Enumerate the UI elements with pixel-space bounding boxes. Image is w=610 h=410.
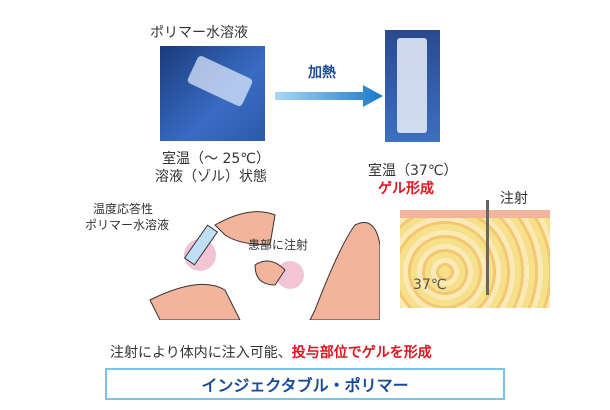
- left-title: ポリマー水溶液: [150, 25, 248, 41]
- needle-icon: [486, 200, 489, 295]
- polymer-solution-label: ポリマー水溶液: [85, 218, 170, 232]
- polymer-solution-vial-photo: [160, 46, 265, 141]
- heat-arrow-icon: [275, 85, 383, 107]
- gel-vial-photo: [385, 30, 440, 142]
- thermo-responsive-label: 温度応答性: [93, 202, 154, 216]
- caption-text: 注射により体内に注入可能、: [110, 345, 292, 361]
- inject-affected-area-label: 患部に注射: [248, 238, 309, 252]
- injectable-polymer-banner: インジェクタブル・ポリマー: [105, 368, 505, 400]
- left-state-label: 溶液（ゾル）状態: [155, 169, 267, 185]
- heat-label: 加熱: [308, 65, 336, 81]
- injection-illustration: [149, 211, 380, 320]
- gel-formation-label: ゲル形成: [378, 181, 434, 197]
- injection-label: 注射: [500, 191, 528, 207]
- caption-highlight: 投与部位でゲルを形成: [291, 345, 432, 361]
- skin-tissue-illustration: [400, 210, 550, 308]
- body-temp-label: 37℃: [413, 277, 447, 293]
- left-temp-label: 室温（〜 25℃）: [162, 151, 270, 167]
- right-temp-label: 室温（37℃）: [368, 163, 458, 179]
